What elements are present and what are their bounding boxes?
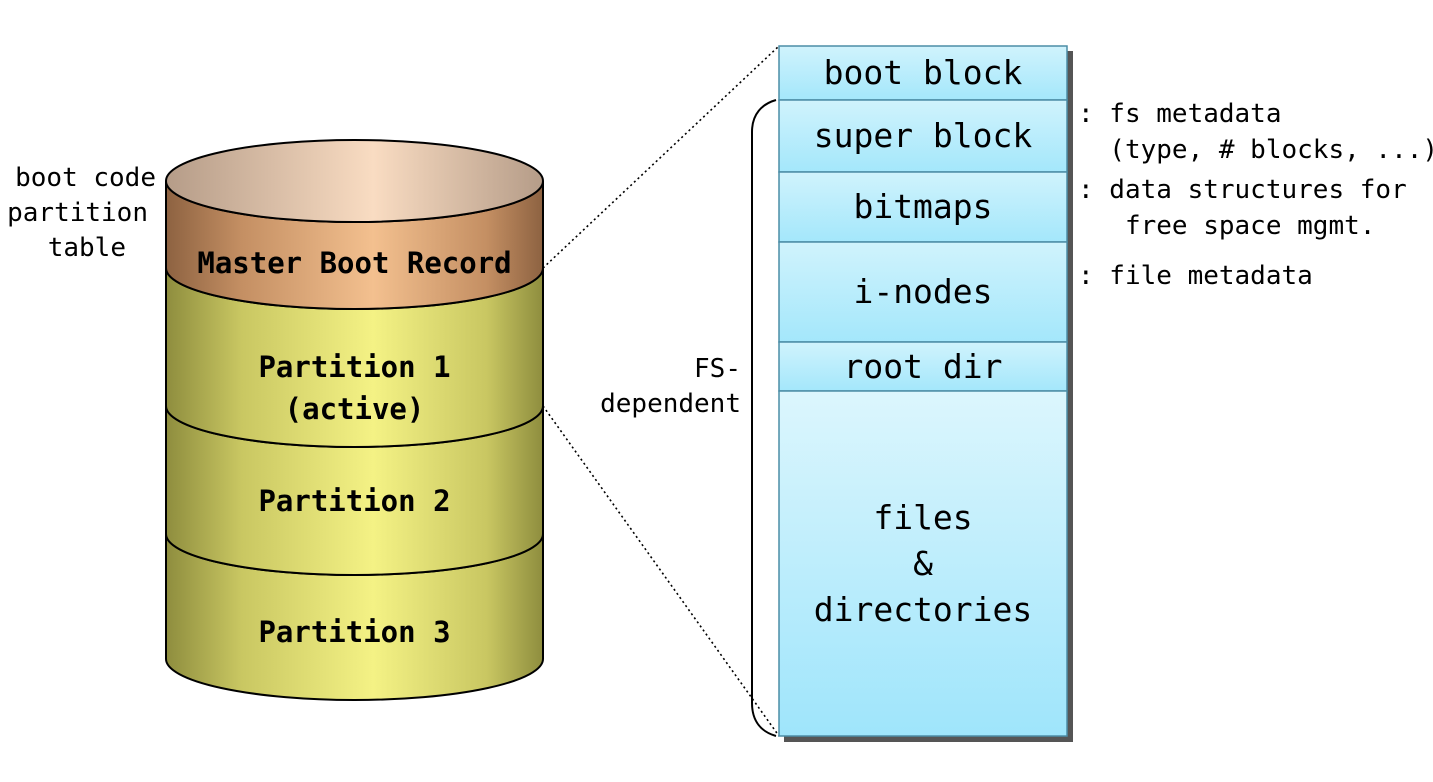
files-label-line2: & xyxy=(913,544,933,583)
fs-dependent-label-line2: dependent xyxy=(600,389,741,419)
mbr-label: Master Boot Record xyxy=(197,246,512,280)
boot-block-label: boot block xyxy=(823,53,1023,92)
connector-mbr-to-boot-block xyxy=(542,45,780,269)
connector-partition-to-bottom xyxy=(542,405,780,737)
bitmaps-annotation-line1: : data structures for xyxy=(1078,175,1407,205)
mbr-note-line1: boot code xyxy=(15,163,156,193)
files-label-line1: files xyxy=(873,498,973,537)
bitmaps-rect xyxy=(778,171,1068,243)
disk-top xyxy=(165,139,544,223)
partition-3-label: Partition 3 xyxy=(258,615,451,649)
partition-1-label: Partition 1 xyxy=(258,350,451,384)
partition-1-sublabel: (active) xyxy=(284,392,425,426)
bitmaps-label: bitmaps xyxy=(853,187,993,226)
inodes-label: i-nodes xyxy=(853,272,993,311)
connector-lines xyxy=(542,45,780,737)
mbr-note-line2: partition xyxy=(7,198,148,228)
files-label-line3: directories xyxy=(813,590,1033,629)
super-block-annotation-line1: : fs metadata xyxy=(1078,99,1282,129)
super-block-label: super block xyxy=(813,116,1033,155)
files-rect xyxy=(778,390,1068,737)
root-dir-label: root dir xyxy=(843,346,1003,386)
inodes-annotation: : file metadata xyxy=(1078,261,1313,291)
bitmaps-annotation-line2: free space mgmt. xyxy=(1078,211,1376,241)
disk-cylinder xyxy=(165,139,544,701)
fs-dependent-bracket xyxy=(751,99,777,737)
mbr-note-line3: table xyxy=(47,233,126,263)
super-block-annotation-line2: (type, # blocks, ...) xyxy=(1078,135,1433,165)
partition-2-label: Partition 2 xyxy=(258,484,451,518)
fs-dependent-label-line1: FS- xyxy=(694,354,741,384)
fs-blocks xyxy=(778,45,1068,737)
boot-block-rect xyxy=(778,45,1068,101)
super-block-rect xyxy=(778,99,1068,173)
